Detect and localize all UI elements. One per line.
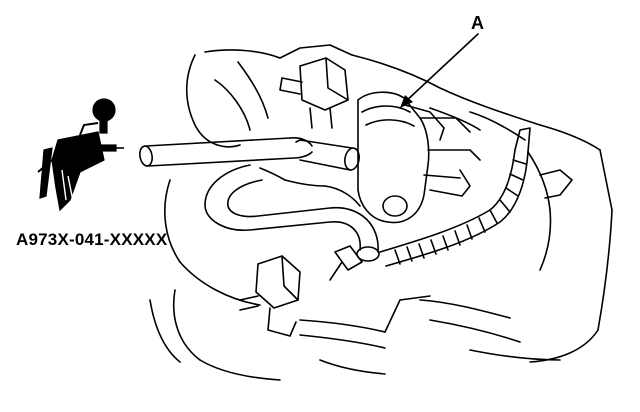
valve-hose: [295, 139, 360, 171]
tool-part-number: A973X-041-XXXXX: [16, 230, 168, 249]
hose-clamp: [329, 245, 363, 281]
vacuum-pump-tool: [37, 98, 124, 212]
lower-engine-parts: [299, 295, 561, 375]
callout-arrowhead: [400, 95, 413, 108]
purge-valve-a: [357, 91, 481, 224]
lower-connector: [239, 255, 301, 337]
callout-label-a: A: [471, 13, 484, 33]
left-hose: [139, 137, 313, 167]
curved-hose: [204, 164, 380, 262]
wiring-harness: [379, 127, 531, 267]
vacuum-gauge-icon: [92, 98, 116, 122]
right-harness-branches: [527, 151, 573, 271]
engine-background-outline: [149, 44, 613, 381]
upper-connector: [279, 57, 349, 129]
callout-leader-line: [403, 33, 479, 104]
